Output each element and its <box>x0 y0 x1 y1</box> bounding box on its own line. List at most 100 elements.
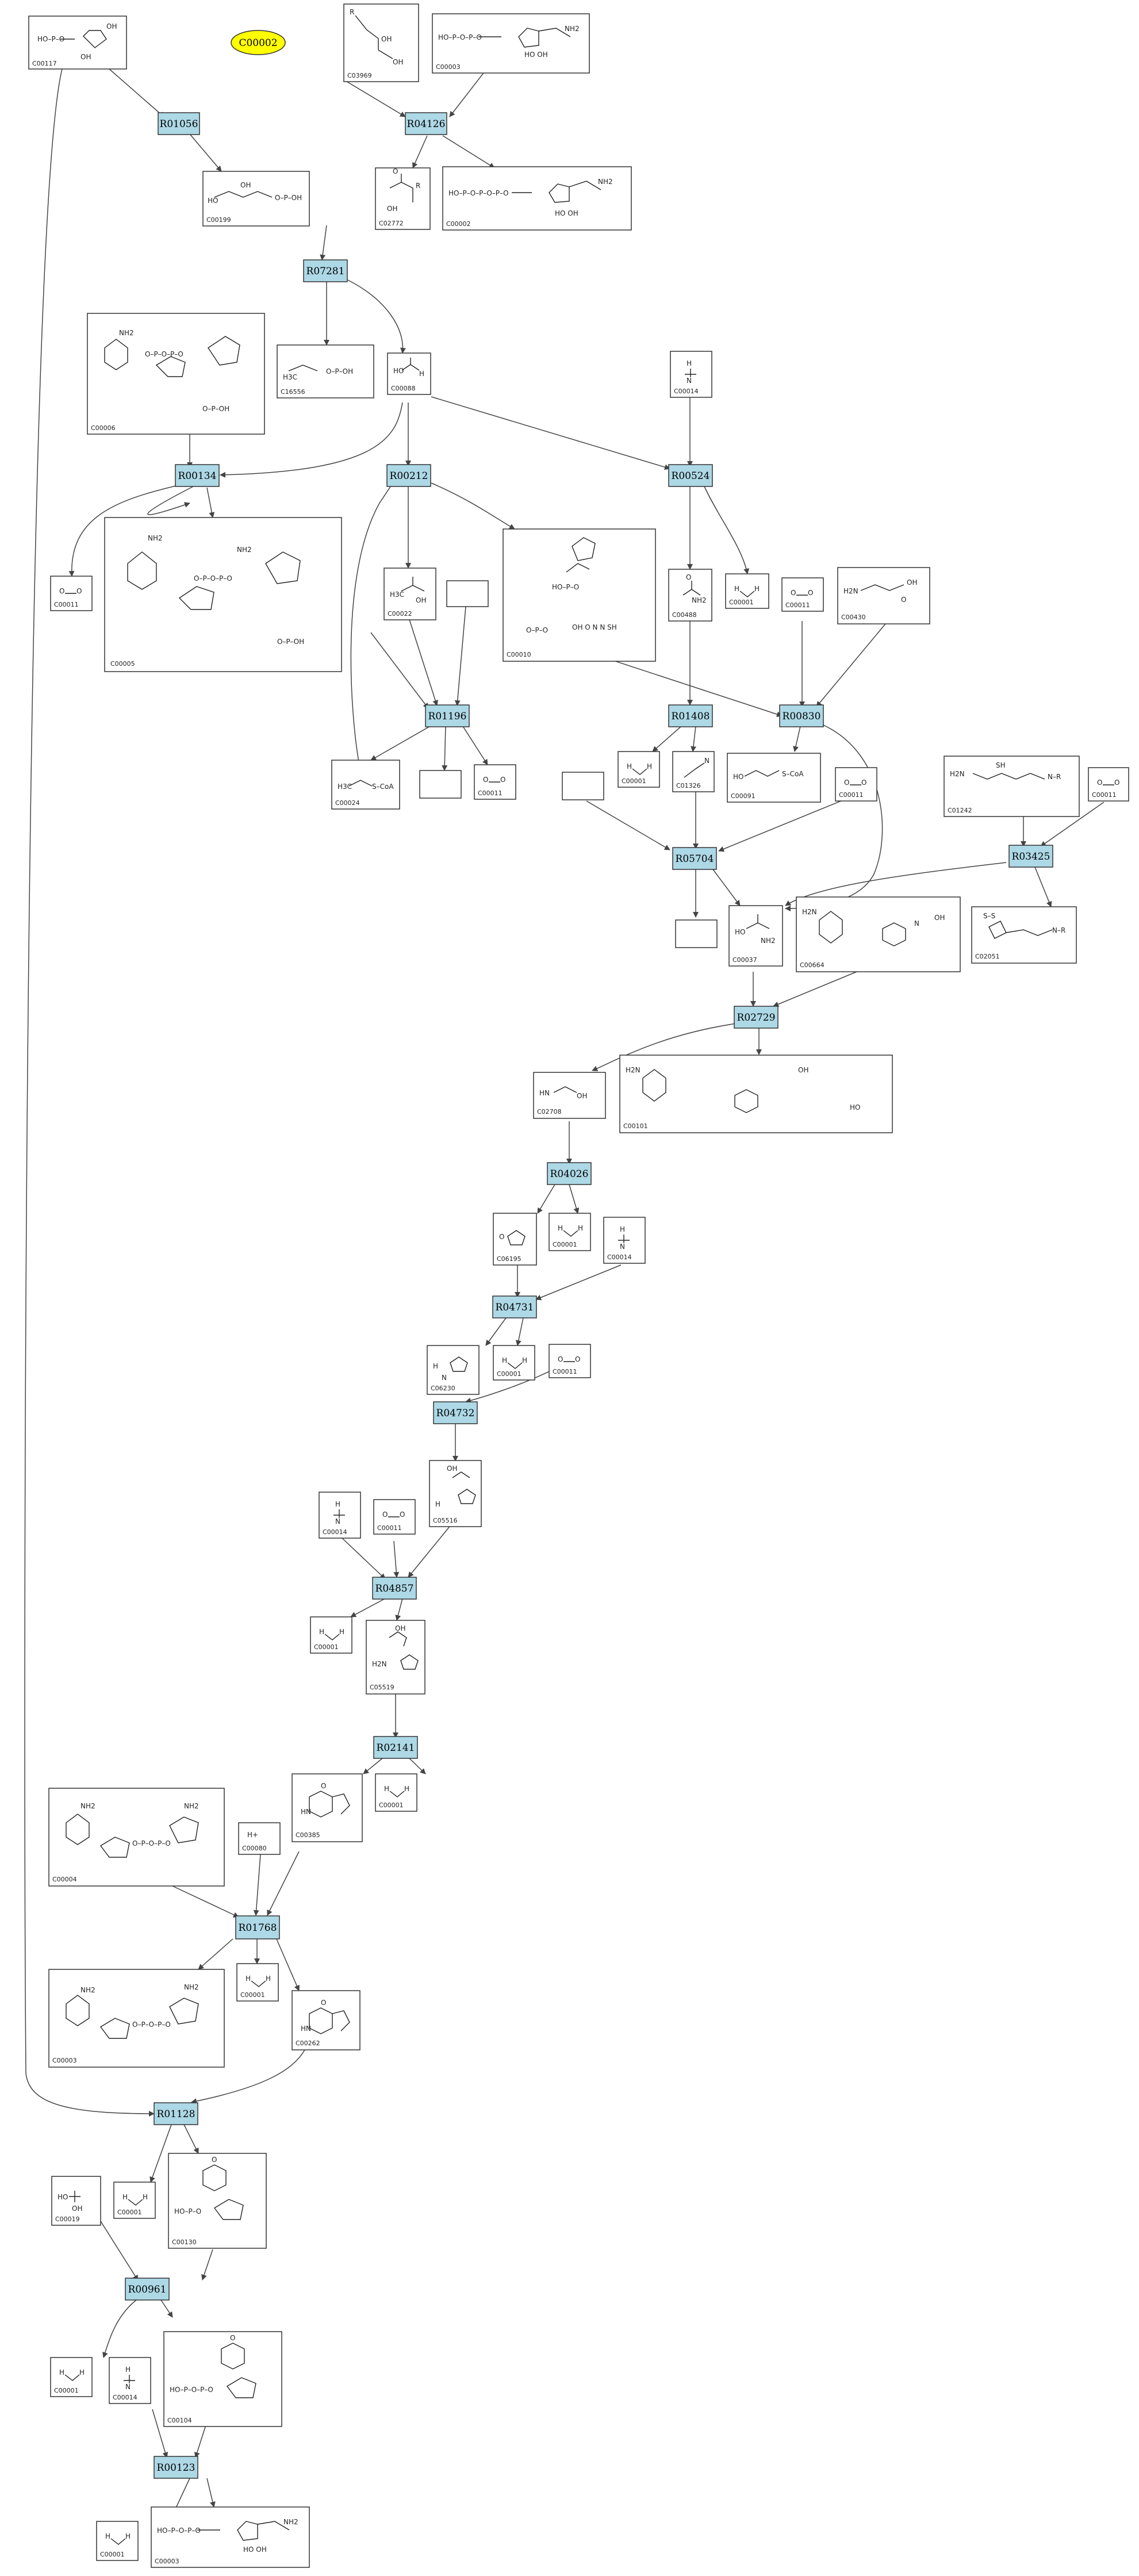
compound-node[interactable]: O C06195 <box>493 1213 537 1266</box>
compound-node[interactable]: O HN C00262 <box>292 1990 361 2050</box>
compound-node[interactable]: H2N N OH C00664 <box>796 896 961 972</box>
compound-node[interactable]: HO–P–O O–P–O OH O N N SH C00010 <box>503 528 656 662</box>
compound-node[interactable]: H H C00001 <box>549 1213 591 1251</box>
compound-node[interactable]: O O C00011 <box>1088 767 1129 802</box>
compound-node[interactable]: NH2 O–P–O–P–O NH2 C00004 <box>48 1788 225 1887</box>
compound-node[interactable]: N C01326 <box>672 751 715 792</box>
compound-node[interactable]: OH H2N C05519 <box>366 1620 425 1695</box>
compound-node[interactable]: H H C00001 <box>96 2521 139 2561</box>
compound-node[interactable]: H+ C00080 <box>238 1822 281 1855</box>
compound-node[interactable]: HO–P–O–P–O HO OH NH2 C00003 <box>151 2506 310 2568</box>
reaction-node[interactable]: R01768 <box>235 1915 280 1939</box>
compound-node[interactable]: HN OH C02708 <box>533 1072 606 1119</box>
compound-node[interactable]: H H C00001 <box>493 1345 535 1381</box>
svg-text:HO OH: HO OH <box>243 2546 267 2554</box>
reaction-node[interactable]: R04026 <box>547 1162 592 1185</box>
svg-text:C00022: C00022 <box>388 610 412 618</box>
svg-text:S–S: S–S <box>983 912 995 920</box>
compound-node[interactable]: HO OH C00019 <box>51 2176 101 2226</box>
svg-text:H: H <box>319 1628 324 1636</box>
compound-node[interactable]: H N C06230 <box>427 1345 480 1395</box>
reaction-node[interactable]: R00524 <box>668 464 713 487</box>
reaction-node[interactable]: R01196 <box>425 704 470 727</box>
compound-node[interactable]: OH H C05516 <box>429 1460 482 1527</box>
compound-node[interactable]: O O C00011 <box>474 764 516 800</box>
compound-node[interactable]: O NH2 C00488 <box>668 569 712 622</box>
compound-node[interactable]: HO–P–O OH OH C00117 <box>28 16 127 70</box>
compound-node[interactable]: O O C00011 <box>781 577 824 612</box>
svg-text:C00004: C00004 <box>52 1876 77 1883</box>
svg-text:C02708: C02708 <box>537 1108 562 1116</box>
compound-node[interactable]: O O C00011 <box>373 1499 416 1535</box>
legend-node[interactable]: C00002 <box>231 30 286 55</box>
reaction-node[interactable]: R00212 <box>386 464 431 487</box>
compound-node[interactable]: O O C00011 <box>50 576 93 611</box>
svg-text:C00006: C00006 <box>91 424 116 432</box>
compound-node[interactable]: R OH OH C03969 <box>343 3 419 82</box>
compound-node[interactable]: H3C S–CoA C00024 <box>331 760 400 810</box>
compound-node[interactable]: H N C00014 <box>603 1217 646 1264</box>
compound-node[interactable]: H H C00001 <box>310 1616 352 1654</box>
compound-node[interactable]: H3C OH C00022 <box>383 568 436 620</box>
svg-text:C02772: C02772 <box>379 220 404 227</box>
compound-node[interactable] <box>419 770 462 799</box>
compound-node[interactable]: NH2 O–P–O–P–O NH2 C00003 <box>48 1969 225 2068</box>
compound-node[interactable]: H H C00001 <box>375 1773 417 1812</box>
compound-node[interactable]: O HO–P–O–P–O C00104 <box>163 2331 282 2427</box>
compound-node[interactable]: HO OH O–P–OH C00199 <box>202 171 310 227</box>
svg-text:OH: OH <box>381 35 392 43</box>
compound-node[interactable] <box>675 919 718 948</box>
svg-text:H3C: H3C <box>283 373 297 381</box>
compound-node[interactable]: H H C00001 <box>725 573 769 609</box>
compound-node[interactable]: HO NH2 C00037 <box>728 905 783 967</box>
compound-node[interactable]: S–S N–R C02051 <box>971 906 1077 964</box>
reaction-node[interactable]: R01128 <box>154 2102 198 2125</box>
compound-node[interactable]: HO S–CoA C00091 <box>727 753 821 803</box>
compound-node[interactable]: O O C00011 <box>835 767 877 802</box>
svg-text:OH: OH <box>240 181 251 189</box>
compound-node[interactable]: H H C00001 <box>618 751 660 788</box>
svg-text:H: H <box>433 1362 438 1370</box>
reaction-node[interactable]: R00830 <box>779 704 824 727</box>
compound-node[interactable]: H H C00001 <box>50 2357 93 2397</box>
compound-node[interactable] <box>446 580 489 607</box>
compound-node[interactable]: HO–P–O–P–O–P–O HO OH NH2 C00002 <box>442 166 632 231</box>
reaction-node[interactable]: R04732 <box>433 1401 478 1424</box>
compound-node[interactable] <box>562 772 604 800</box>
compound-node[interactable]: H2N OH O C00430 <box>837 567 930 624</box>
reaction-node[interactable]: R00134 <box>175 464 220 487</box>
reaction-node[interactable]: R05704 <box>672 847 717 870</box>
compound-node[interactable]: H N C00014 <box>670 351 712 398</box>
svg-text:O–P–OH: O–P–OH <box>202 405 229 413</box>
compound-node[interactable]: H N C00014 <box>319 1492 361 1539</box>
reaction-node[interactable]: R03425 <box>1008 845 1053 868</box>
reaction-node[interactable]: R00123 <box>154 2456 198 2479</box>
compound-node[interactable]: HO H C00088 <box>387 352 431 395</box>
compound-node[interactable]: O HN C00385 <box>292 1773 363 1842</box>
reaction-node[interactable]: R04126 <box>405 112 447 135</box>
reaction-node[interactable]: R01056 <box>158 112 200 135</box>
compound-node[interactable]: NH2 O–P–O–P–O O–P–OH NH2 C00005 <box>104 517 342 672</box>
svg-text:O: O <box>558 1355 563 1363</box>
reaction-node[interactable]: R02141 <box>373 1736 418 1759</box>
compound-node[interactable]: O HO–P–O C00130 <box>168 2153 267 2249</box>
compound-node[interactable]: H N C00014 <box>109 2357 151 2404</box>
reaction-node[interactable]: R07281 <box>303 259 348 282</box>
compound-node[interactable]: HO–P–O–P–O HO OH NH2 C00003 <box>432 13 590 74</box>
compound-node[interactable]: H3C O–P–OH C16556 <box>277 344 374 398</box>
svg-text:C00430: C00430 <box>841 614 866 621</box>
svg-text:C02051: C02051 <box>975 953 1000 960</box>
reaction-node[interactable]: R00961 <box>125 2278 170 2301</box>
compound-node[interactable]: H2N SH N–R C01242 <box>944 756 1080 817</box>
reaction-node[interactable]: R04857 <box>372 1577 417 1600</box>
reaction-node[interactable]: R04731 <box>492 1295 537 1318</box>
svg-text:C05519: C05519 <box>370 1684 394 1691</box>
compound-node[interactable]: H H C00001 <box>113 2182 156 2219</box>
reaction-node[interactable]: R01408 <box>668 704 713 727</box>
compound-node[interactable]: O O C00011 <box>549 1344 591 1378</box>
compound-node[interactable]: H2N OH HO C00101 <box>619 1055 893 1133</box>
compound-node[interactable]: O R OH C02772 <box>375 167 431 230</box>
compound-node[interactable]: H H C00001 <box>236 1963 279 2002</box>
compound-node[interactable]: NH2 O–P–O–P–O O–P–OH C00006 <box>87 313 265 435</box>
reaction-node[interactable]: R02729 <box>734 1006 778 1029</box>
